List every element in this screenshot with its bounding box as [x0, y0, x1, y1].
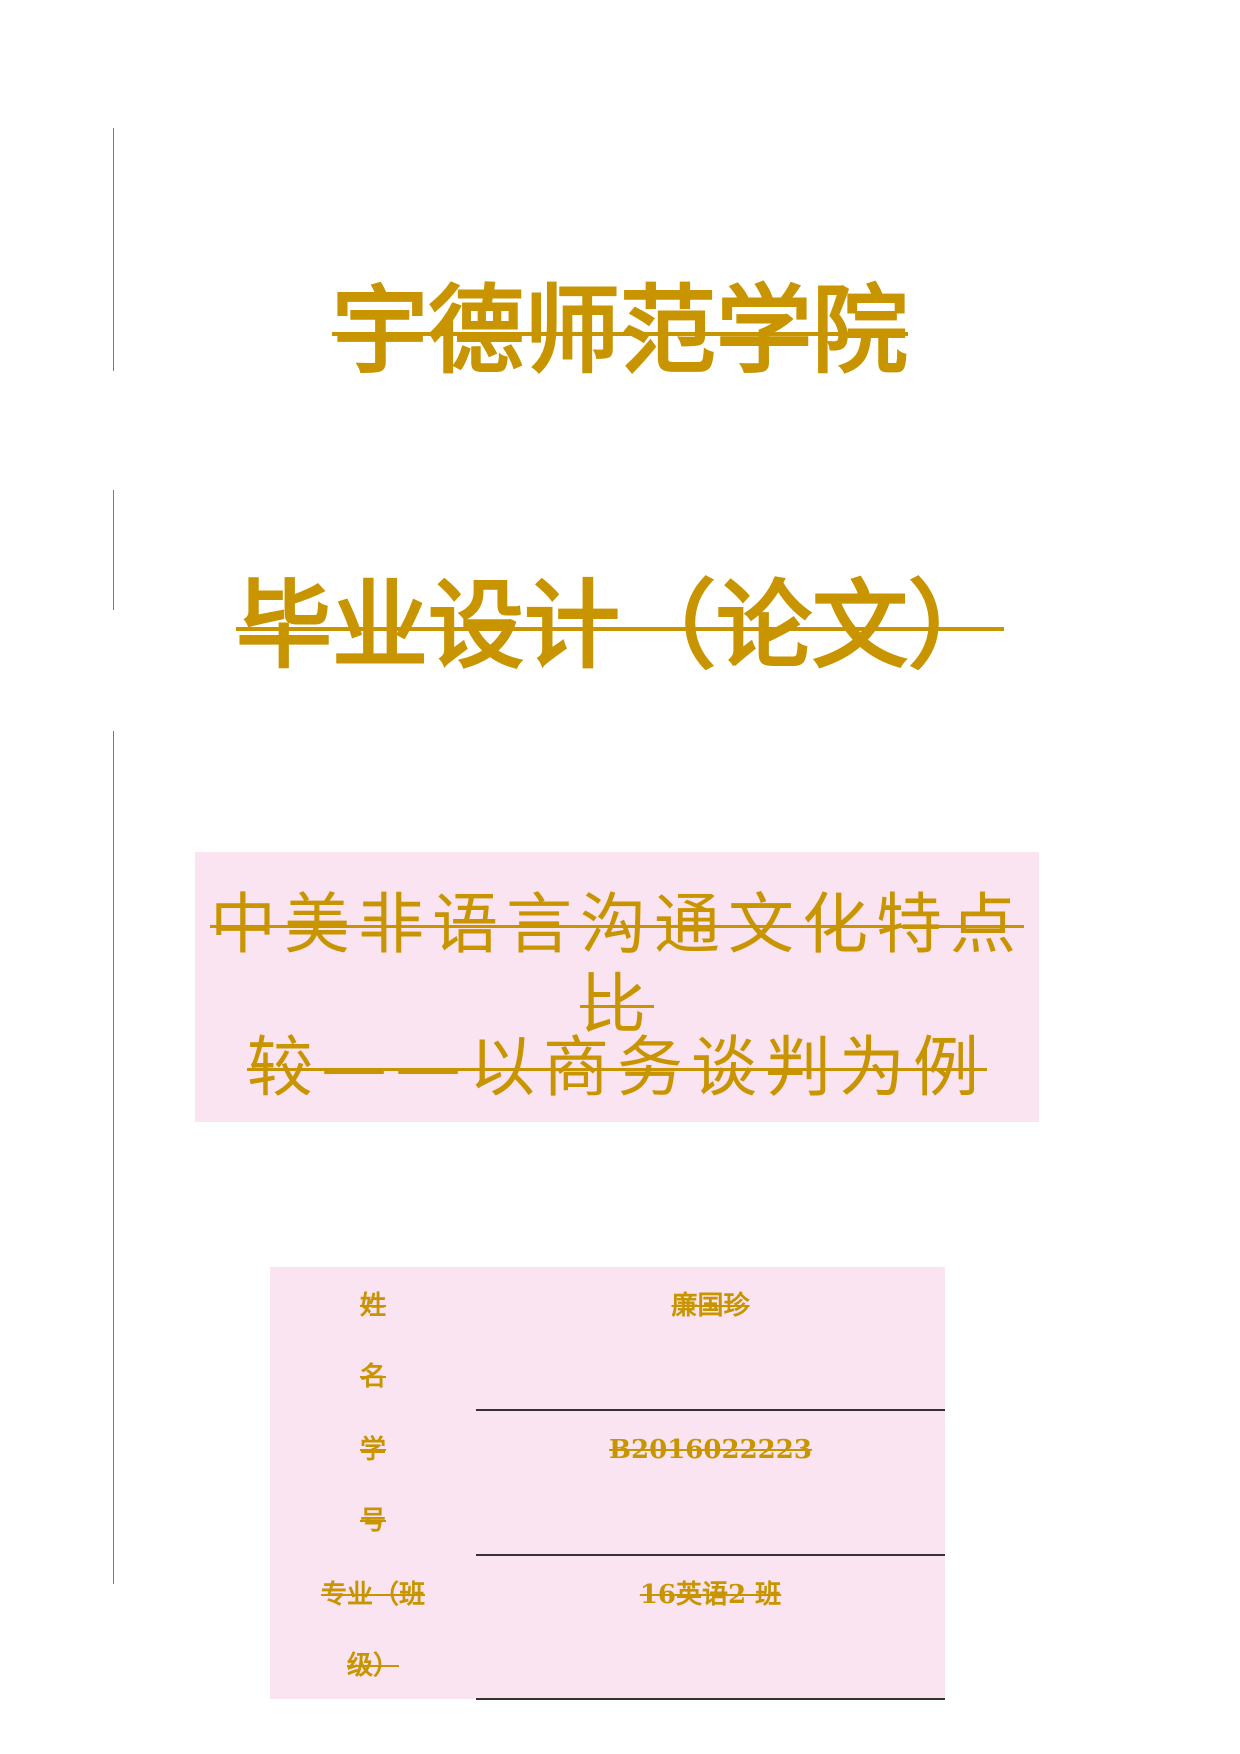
info-label-major-class: 专业（班 级） [320, 1580, 425, 1681]
info-row-major-class: 专业（班 级） 16英语2 班 [270, 1556, 945, 1700]
info-row-divider [476, 1698, 945, 1700]
thesis-title-box: 中美非语言沟通文化特点比 较——以商务谈判为例 [195, 852, 1039, 1122]
margin-change-bar [113, 128, 114, 371]
margin-change-bar [113, 490, 114, 610]
thesis-title-line-2: 较——以商务谈判为例 [247, 1029, 987, 1106]
school-name: 宇德师范学院 [332, 275, 908, 387]
info-row-divider [476, 1554, 945, 1556]
info-value-name: 廉国珍 [671, 1291, 750, 1321]
info-row-name: 姓 名 廉国珍 [270, 1267, 945, 1411]
thesis-title-line-1: 中美非语言沟通文化特点比 [210, 886, 1024, 1043]
margin-change-bar [113, 731, 114, 1584]
info-value-major-class: 16英语2 班 [639, 1580, 782, 1610]
info-label-name: 姓 名 [359, 1291, 386, 1392]
info-row-divider [476, 1409, 945, 1411]
info-row-student-id: 学 号 B2016022223 [270, 1411, 945, 1556]
document-type-title: 毕业设计（论文） [236, 570, 1004, 682]
student-info-table: 姓 名 廉国珍 学 号 B2016022223 专业（班 级） 16英语2 班 [270, 1267, 945, 1700]
info-label-student-id: 学 号 [359, 1435, 386, 1536]
info-value-student-id: B2016022223 [609, 1435, 812, 1465]
